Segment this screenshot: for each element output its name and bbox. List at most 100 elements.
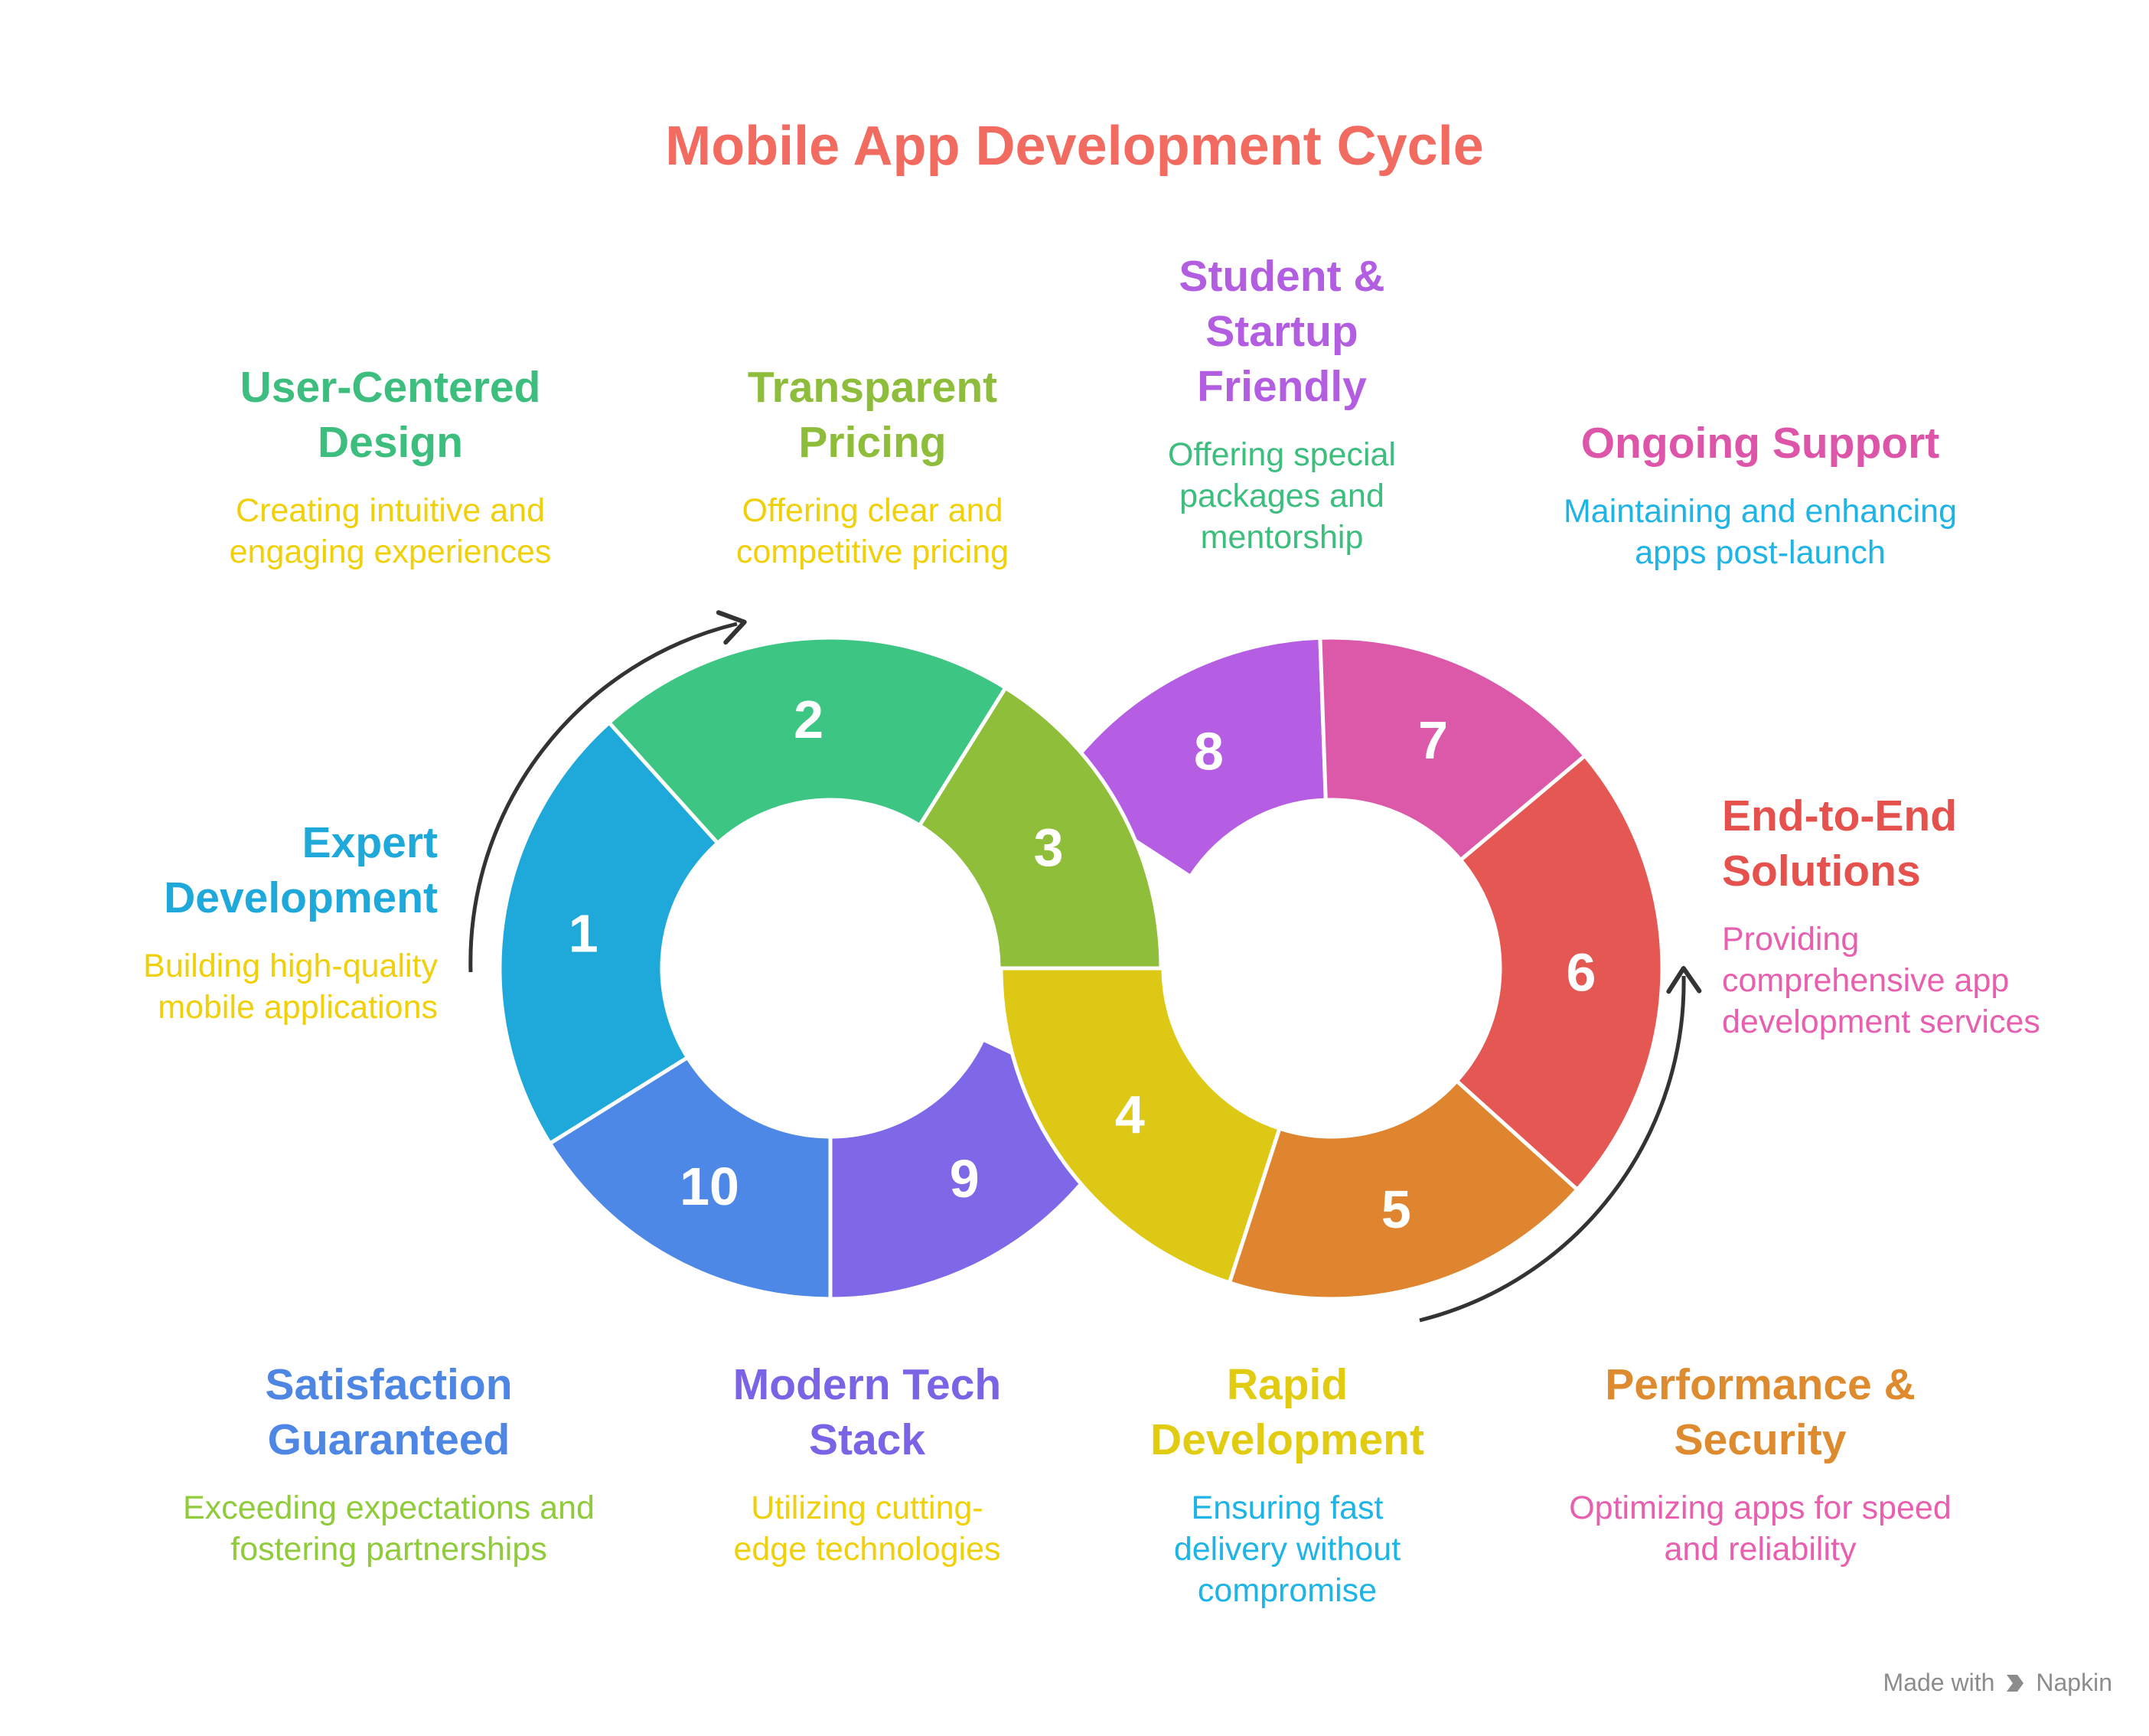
segment-number-9: 9	[950, 1149, 980, 1209]
step-8-title: Student & Startup Friendly	[1045, 249, 1519, 414]
ring-segment-7	[1318, 635, 1587, 863]
step-1-desc-line1: Building high-quality	[143, 948, 438, 984]
step-1-title-line1: Expert	[302, 818, 438, 867]
step-3-title-line1: Transparent	[747, 363, 998, 412]
segment-number-10: 10	[680, 1157, 739, 1216]
step-10-desc-line1: Exceeding expectations and	[183, 1490, 595, 1526]
step-10-title-line1: Satisfaction	[265, 1360, 513, 1409]
step-3-title-line2: Pricing	[798, 418, 947, 467]
segment-number-5: 5	[1381, 1180, 1411, 1239]
step-2-desc-line1: Creating intuitive and	[236, 492, 545, 529]
step-2-title-line2: Design	[317, 418, 464, 467]
step-8-title-line1: Student &	[1179, 252, 1385, 301]
step-6-title-line2: Solutions	[1722, 847, 1921, 896]
left-cycle-arrow	[468, 610, 747, 973]
segment-number-8: 8	[1194, 721, 1224, 781]
step-6-title-line1: End-to-End	[1722, 791, 1958, 840]
napkin-logo-icon	[2007, 1674, 2024, 1692]
segment-number-1: 1	[569, 904, 598, 964]
step-10-desc-line2: fostering partnerships	[230, 1531, 547, 1568]
step-6-desc-line1: Providing	[1722, 921, 1860, 958]
step-8-title-line3: Friendly	[1197, 362, 1367, 411]
ring-segment-2	[607, 635, 1008, 845]
ring-segment-10	[548, 1056, 833, 1301]
step-5-desc-line2: and reliability	[1664, 1531, 1857, 1568]
step-10-title-line2: Guaranteed	[267, 1415, 510, 1464]
step-4-desc-line2: delivery without	[1173, 1531, 1401, 1568]
footer-brand: Napkin	[2036, 1669, 2112, 1696]
step-8-description: Offering special packages and mentorship	[1045, 434, 1519, 558]
step-5-description: Optimizing apps for speed and reliabilit…	[1523, 1487, 1997, 1570]
step-5-label: Performance & Security Optimizing apps f…	[1523, 1357, 1997, 1570]
segment-number-3: 3	[1034, 817, 1064, 877]
step-8-desc-line3: mentorship	[1200, 519, 1364, 556]
step-1-title-line2: Development	[164, 873, 438, 922]
step-4-title-line1: Rapid	[1226, 1360, 1348, 1409]
step-2-title: User-Centered Design	[153, 360, 628, 470]
step-6-desc-line3: development services	[1722, 1003, 2040, 1040]
footer-watermark: Made with Napkin	[1883, 1669, 2112, 1697]
step-7-description: Maintaining and enhancing apps post-laun…	[1523, 491, 1997, 573]
step-4-description: Ensuring fast delivery without compromis…	[1050, 1487, 1525, 1611]
step-9-desc-line2: edge technologies	[733, 1531, 1001, 1568]
step-8-desc-line1: Offering special	[1168, 436, 1396, 473]
segment-number-6: 6	[1567, 943, 1596, 1003]
step-3-desc-line1: Offering clear and	[742, 492, 1003, 529]
step-2-label: User-Centered Design Creating intuitive …	[153, 360, 628, 573]
step-6-label: End-to-End Solutions Providing comprehen…	[1722, 788, 2149, 1043]
ring-segment-4	[999, 966, 1282, 1285]
step-4-desc-line3: compromise	[1197, 1572, 1378, 1609]
segment-number-2: 2	[794, 690, 823, 749]
step-7-desc-line2: apps post-launch	[1635, 534, 1886, 571]
step-7-title-line1: Ongoing Support	[1580, 419, 1940, 468]
ring-segment-6	[1455, 753, 1665, 1192]
step-4-desc-line1: Ensuring fast	[1191, 1490, 1384, 1526]
step-2-description: Creating intuitive and engaging experien…	[153, 490, 628, 573]
step-1-title: Expert Development	[0, 815, 438, 925]
step-8-title-line2: Startup	[1205, 307, 1358, 356]
step-3-label: Transparent Pricing Offering clear and c…	[635, 360, 1110, 573]
step-9-label: Modern Tech Stack Utilizing cutting- edg…	[630, 1357, 1104, 1570]
right-cycle-arrow	[1419, 966, 1702, 1323]
step-9-title: Modern Tech Stack	[630, 1357, 1104, 1467]
step-9-title-line2: Stack	[808, 1415, 926, 1464]
step-5-title-line1: Performance &	[1605, 1360, 1916, 1409]
step-6-title: End-to-End Solutions	[1722, 788, 2149, 899]
step-1-description: Building high-quality mobile application…	[0, 945, 438, 1028]
step-9-description: Utilizing cutting- edge technologies	[630, 1487, 1104, 1570]
step-4-label: Rapid Development Ensuring fast delivery…	[1050, 1357, 1525, 1611]
step-8-label: Student & Startup Friendly Offering spec…	[1045, 249, 1519, 558]
step-3-description: Offering clear and competitive pricing	[635, 490, 1110, 573]
step-6-desc-line2: comprehensive app	[1722, 962, 2010, 999]
step-7-label: Ongoing Support Maintaining and enhancin…	[1523, 416, 1997, 573]
step-4-title: Rapid Development	[1050, 1357, 1525, 1467]
step-7-desc-line1: Maintaining and enhancing	[1563, 493, 1957, 530]
segment-number-4: 4	[1115, 1085, 1145, 1145]
step-4-title-line2: Development	[1150, 1415, 1424, 1464]
step-5-title-line2: Security	[1674, 1415, 1847, 1464]
step-2-desc-line2: engaging experiences	[229, 534, 552, 570]
ring-segment-3	[918, 686, 1163, 971]
segment-number-7: 7	[1418, 710, 1448, 770]
step-9-title-line1: Modern Tech	[732, 1360, 1002, 1409]
step-9-desc-line1: Utilizing cutting-	[751, 1490, 983, 1526]
step-3-title: Transparent Pricing	[635, 360, 1110, 470]
step-8-desc-line2: packages and	[1179, 478, 1384, 514]
step-1-label: Expert Development Building high-quality…	[0, 815, 438, 1028]
step-3-desc-line2: competitive pricing	[735, 534, 1009, 570]
step-10-title: Satisfaction Guaranteed	[152, 1357, 626, 1467]
footer-made-with: Made with	[1883, 1669, 1995, 1696]
step-1-desc-line2: mobile applications	[158, 989, 438, 1026]
ring-segment-1	[497, 720, 720, 1146]
ring-segment-5	[1228, 1078, 1580, 1301]
step-10-label: Satisfaction Guaranteed Exceeding expect…	[152, 1357, 626, 1570]
step-7-title: Ongoing Support	[1523, 416, 1997, 471]
step-6-description: Providing comprehensive app development …	[1722, 919, 2149, 1043]
step-5-desc-line1: Optimizing apps for speed	[1569, 1490, 1952, 1526]
step-2-title-line1: User-Centered	[240, 363, 541, 412]
page-title: Mobile App Development Cycle	[665, 116, 1484, 177]
step-5-title: Performance & Security	[1523, 1357, 1997, 1467]
step-10-description: Exceeding expectations and fostering par…	[152, 1487, 626, 1570]
